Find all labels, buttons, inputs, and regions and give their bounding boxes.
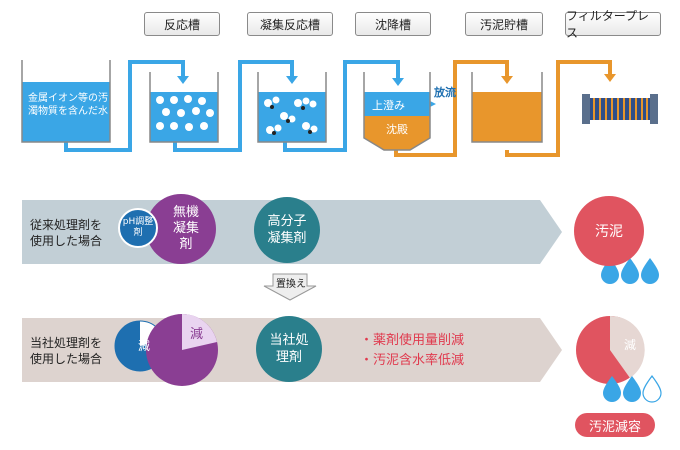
sludge-reduced-label: 減 <box>624 338 637 352</box>
coagulation-tank <box>257 72 327 143</box>
flow-arrowhead <box>286 76 298 84</box>
company-agent-label: 当社処理剤 <box>269 333 309 365</box>
sludge-tank <box>471 72 543 143</box>
inorganic-reduced-label: 減 <box>190 327 204 342</box>
ph-adjuster-label: pH調整剤 <box>122 217 154 238</box>
sludge-circle: 汚泥 <box>574 196 644 266</box>
discharge-label: 放流 <box>434 86 456 99</box>
inorganic-reduced-pie <box>146 314 218 386</box>
ph-reduced-label: 減 <box>138 339 151 353</box>
company-agent-circle: 当社処理剤 <box>256 316 322 382</box>
settling-tank <box>363 72 431 151</box>
row1-label: 従来処理剤を使用した場合 <box>30 218 103 248</box>
sludge-arrowhead <box>604 74 616 82</box>
supernatant-label: 上澄み <box>372 99 405 112</box>
stage-label-filter-press: フィルタープレス <box>565 9 661 40</box>
sludge-volume-reduction-badge: 汚泥減容 <box>575 413 655 437</box>
stage-label-reaction-tank: 反応槽 <box>144 12 220 36</box>
benefit-item: ・薬剤使用量削減 <box>360 333 465 348</box>
stage-label-sludge-tank: 汚泥貯槽 <box>465 12 543 36</box>
row2-label: 当社処理剤を使用した場合 <box>30 336 103 366</box>
polymer-coagulant-label: 高分子凝集剤 <box>267 214 307 246</box>
sediment-label: 沈殿 <box>386 123 408 136</box>
stage-label-settling-tank: 沈降槽 <box>355 12 431 36</box>
particles <box>156 95 214 131</box>
flow-arrowhead <box>392 78 404 86</box>
reaction-tank <box>149 72 219 143</box>
input-tank <box>21 60 111 143</box>
ph-adjuster-circle: pH調整剤 <box>118 208 158 248</box>
stage-label-coagulation-tank: 凝集反応槽 <box>247 12 333 36</box>
polymer-coagulant-circle: 高分子凝集剤 <box>254 197 320 263</box>
inorganic-coagulant-label: 無機凝集剤 <box>172 205 199 252</box>
sludge-label: 汚泥 <box>595 224 623 240</box>
replace-arrow <box>263 273 317 301</box>
replace-label: 置換え <box>276 279 306 290</box>
filter-press-icon <box>582 94 658 124</box>
benefit-item: ・汚泥含水率低減 <box>360 353 465 368</box>
flow-arrowhead <box>177 76 189 84</box>
water-drops-reduced <box>603 374 662 403</box>
input-water-label: 金属イオン等の汚濁物質を含んだ水 <box>28 93 108 117</box>
sludge-reduced-pie <box>576 315 645 384</box>
sludge-arrowhead <box>501 76 513 84</box>
sludge-pipes <box>394 60 612 157</box>
